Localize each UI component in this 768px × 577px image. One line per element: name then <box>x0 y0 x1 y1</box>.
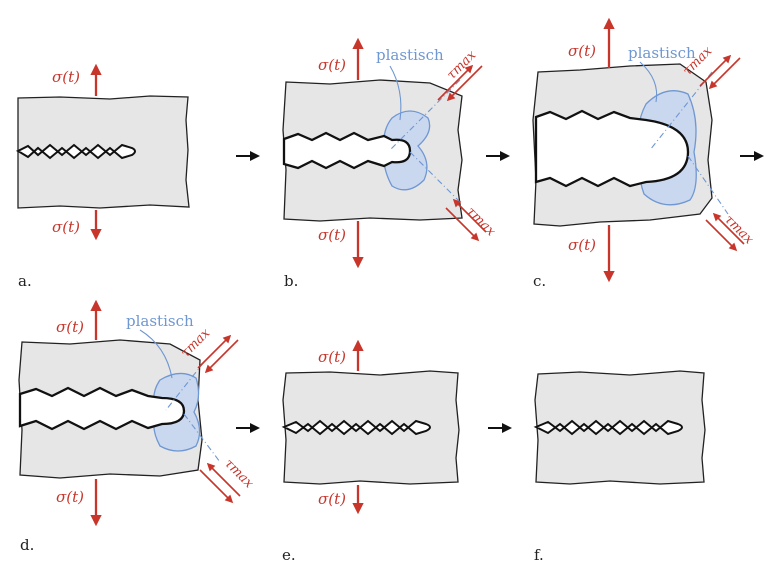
crack <box>15 143 136 160</box>
sigma-label-bottom: σ(t) <box>318 226 346 244</box>
max-shear-line <box>389 79 461 151</box>
crack <box>534 109 690 188</box>
tau-arrow-up <box>197 334 232 369</box>
plastic-leader <box>389 65 402 121</box>
plastic-label: plastisch <box>628 44 696 62</box>
panel-b: τmax τmax plastisch σ(t) σ(t) b. <box>282 37 499 290</box>
panel-d: τmax τmax plastisch σ(t) σ(t) d. <box>18 299 257 554</box>
plastic-leader <box>139 329 173 379</box>
panel-label-e: e. <box>282 546 296 564</box>
panel-label-f: f. <box>534 546 544 564</box>
sigma-label-top: σ(t) <box>56 318 84 336</box>
crack <box>282 131 412 170</box>
sigma-label-bottom: σ(t) <box>52 218 80 236</box>
panel-a: σ(t) σ(t) a. <box>15 63 190 290</box>
tau-arrow-down <box>708 57 741 90</box>
tau-arrow-lower-a <box>445 207 480 242</box>
crack <box>18 386 186 431</box>
tau-arrow-lower-b <box>206 462 241 497</box>
panel-label-c: c. <box>533 272 546 290</box>
sigma-label-bottom: σ(t) <box>318 490 346 508</box>
sigma-label-bottom: σ(t) <box>568 236 596 254</box>
tau-label-top: τmax <box>178 325 214 361</box>
tau-arrow-down <box>446 65 483 102</box>
panel-label-d: d. <box>20 536 34 554</box>
plastic-label: plastisch <box>376 46 444 64</box>
sigma-label-top: σ(t) <box>568 42 596 60</box>
plastic-label: plastisch <box>126 312 194 330</box>
max-shear-line-lower <box>409 151 463 205</box>
sigma-label-top: σ(t) <box>318 56 346 74</box>
tau-label-top: τmax <box>444 47 480 83</box>
tau-label-bottom: τmax <box>221 456 257 492</box>
tau-label-bottom: τmax <box>463 204 499 240</box>
tau-arrow-lower-b <box>712 212 745 245</box>
crack <box>533 419 683 436</box>
tau-arrow-lower-a <box>199 469 234 504</box>
panel-c: τmax τmax plastisch σ(t) σ(t) c. <box>532 17 757 290</box>
max-shear-line-lower <box>687 155 729 215</box>
tau-arrow-lower-b <box>452 198 487 233</box>
tau-label-bottom: τmax <box>721 212 757 248</box>
sigma-label-top: σ(t) <box>52 68 80 86</box>
tau-arrow-up <box>699 54 732 87</box>
sigma-label-top: σ(t) <box>318 348 346 366</box>
tau-arrow-lower-a <box>705 219 738 252</box>
crack <box>281 419 431 436</box>
panel-label-b: b. <box>284 272 298 290</box>
tau-arrow-down <box>204 339 239 374</box>
sigma-label-bottom: σ(t) <box>56 488 84 506</box>
panel-e: σ(t) σ(t) e. <box>281 339 460 564</box>
max-shear-line <box>165 361 205 411</box>
panel-label-a: a. <box>18 272 32 290</box>
plastic-leader <box>639 61 658 103</box>
tau-arrow-up <box>437 64 474 101</box>
max-shear-line-lower <box>183 413 221 463</box>
panel-f: f. <box>533 370 706 564</box>
